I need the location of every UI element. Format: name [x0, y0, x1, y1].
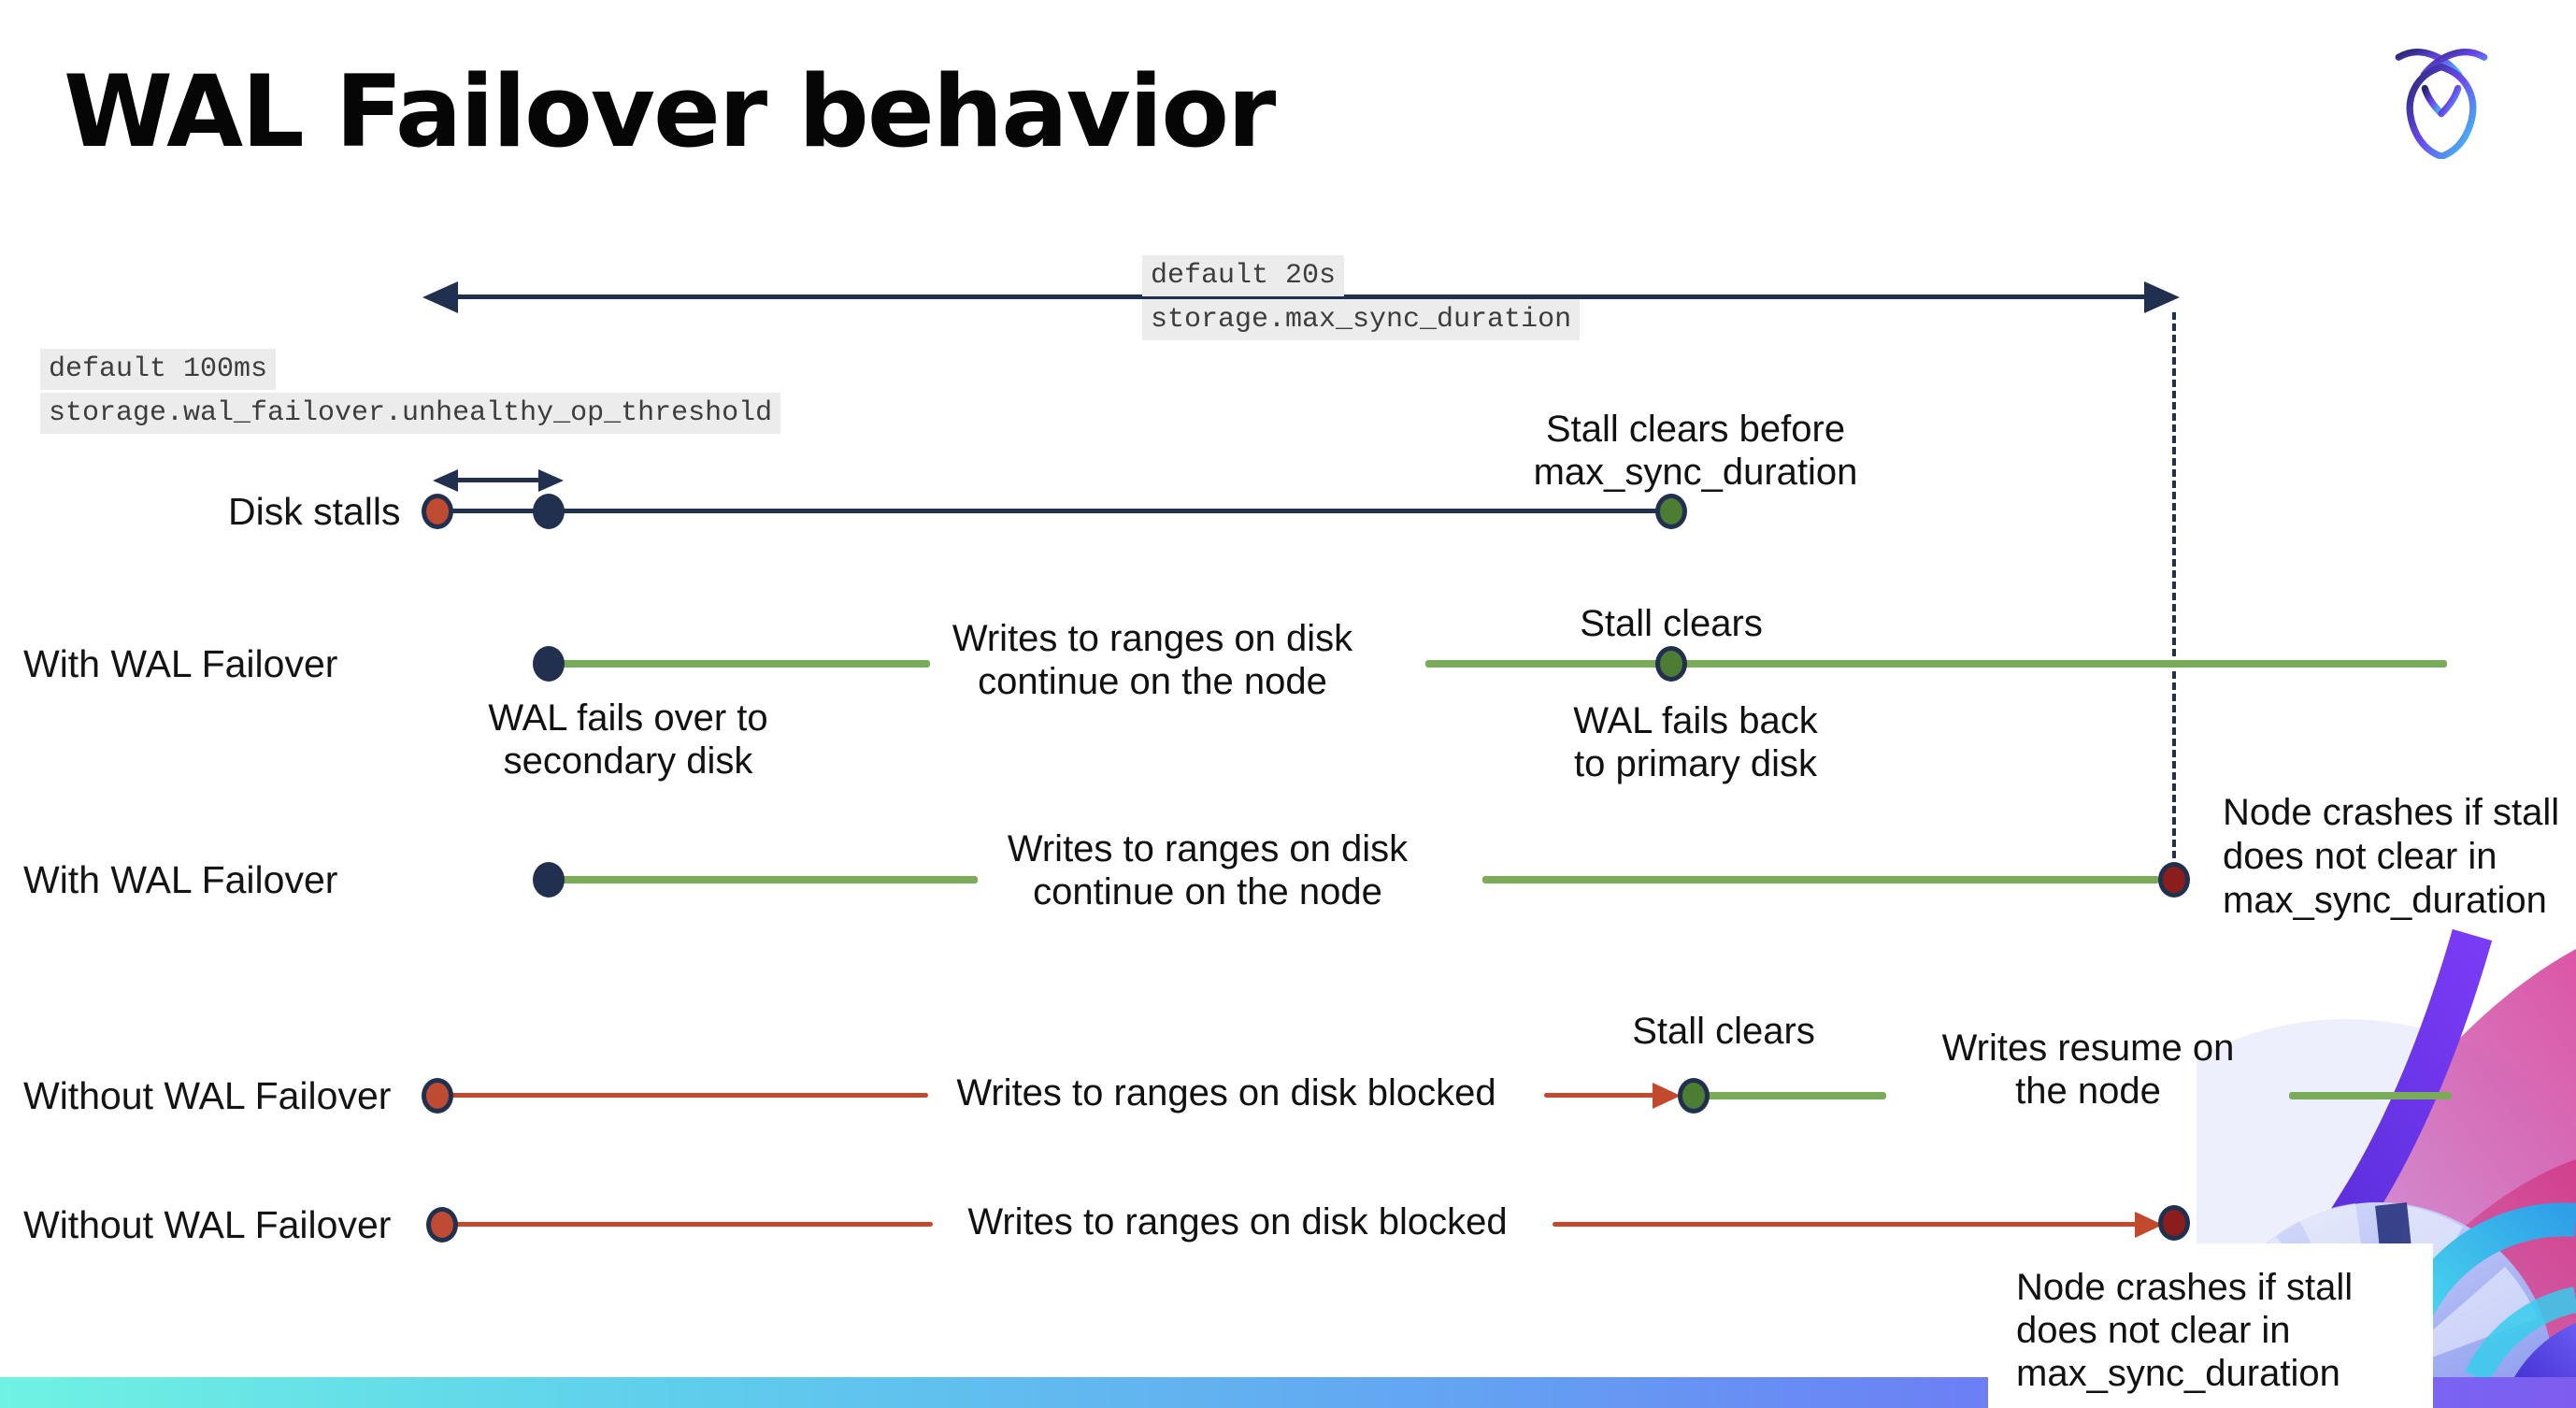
- writes-continue-line: [1425, 660, 2447, 668]
- node-crash-dot: [2158, 1205, 2190, 1241]
- writes-resume-text: Writes resume on the node: [1941, 1027, 2235, 1112]
- node-crash-dot: [2158, 862, 2190, 898]
- failover-dot: [533, 646, 565, 682]
- wal-fails-back-text: WAL fails back to primary disk: [1573, 700, 1818, 784]
- max-sync-duration-arrow-line: [439, 295, 2167, 299]
- writes-continue-line: [561, 660, 930, 668]
- writes-blocked-text: Writes to ranges on disk blocked: [967, 1201, 1508, 1243]
- red-arrowhead-icon: [1653, 1083, 1681, 1109]
- stall-clears-text: Stall clears: [1632, 1011, 1815, 1052]
- stall-clears-before-text: Stall clears before max_sync_duration: [1533, 409, 1858, 493]
- writes-continue-line: [1482, 876, 2159, 884]
- stall-start-dot: [422, 494, 453, 529]
- writes-blocked-text: Writes to ranges on disk blocked: [956, 1072, 1496, 1113]
- writes-continue-text: Writes to ranges on disk continue on the…: [1007, 828, 1409, 912]
- writes-blocked-line: [1544, 1093, 1654, 1098]
- stall-clears-dot: [1678, 1078, 1710, 1113]
- page-title: WAL Failover behavior: [64, 54, 1276, 169]
- setting-default-value: default 100ms: [40, 349, 277, 390]
- arrowhead-left-icon: [433, 469, 458, 492]
- writes-resume-line: [2289, 1092, 2452, 1099]
- node-crashes-caption-box: Node crashes if stall does not clear in …: [1988, 1243, 2433, 1408]
- writes-blocked-line: [437, 1093, 928, 1098]
- stall-start-dot: [422, 1078, 453, 1113]
- row-label-with-wal-failover: With WAL Failover: [23, 858, 338, 901]
- arrowhead-right-icon: [2144, 281, 2180, 313]
- stall-clears-dot: [1655, 494, 1687, 529]
- stall-start-dot: [426, 1207, 458, 1243]
- setting-name: storage.wal_failover.unhealthy_op_thresh…: [40, 393, 781, 434]
- writes-blocked-line: [1553, 1222, 2140, 1227]
- max-sync-duration-label: default 20s storage.max_sync_duration: [1142, 255, 1581, 340]
- arrowhead-left-icon: [422, 281, 458, 313]
- max-sync-deadline-dashed-line: [2172, 312, 2176, 858]
- writes-resume-line: [1705, 1092, 1886, 1099]
- row-label-with-wal-failover: With WAL Failover: [23, 642, 338, 685]
- stall-clears-text: Stall clears: [1580, 603, 1763, 644]
- art-shape: [2438, 84, 2462, 118]
- stall-clears-dot: [1655, 646, 1687, 682]
- threshold-dot: [533, 494, 565, 529]
- node-crashes-text: Node crashes if stall does not clear in …: [2223, 792, 2560, 921]
- row-label-without-wal-failover: Without WAL Failover: [23, 1074, 392, 1117]
- timeline-disk-stall: [437, 509, 1671, 513]
- setting-name: storage.max_sync_duration: [1142, 299, 1581, 340]
- wal-fails-over-text: WAL fails over to secondary disk: [488, 697, 768, 782]
- arrowhead-right-icon: [538, 469, 564, 492]
- row-label-without-wal-failover: Without WAL Failover: [23, 1203, 392, 1246]
- node-crashes-text: Node crashes if stall does not clear in …: [2016, 1267, 2354, 1394]
- writes-continue-text: Writes to ranges on disk continue on the…: [952, 618, 1353, 702]
- cockroachdb-logo-icon: [2395, 49, 2488, 159]
- unhealthy-op-threshold-label: default 100ms storage.wal_failover.unhea…: [40, 349, 781, 434]
- art-shape: [2465, 1286, 2576, 1377]
- row-label-disk-stalls: Disk stalls: [228, 490, 401, 533]
- writes-blocked-line: [442, 1222, 933, 1227]
- threshold-arrow-line: [454, 478, 542, 482]
- art-shape: [2421, 84, 2445, 118]
- art-shape: [2514, 1323, 2576, 1377]
- writes-continue-line: [561, 876, 978, 884]
- failover-dot: [533, 862, 565, 898]
- setting-default-value: default 20s: [1142, 255, 1345, 296]
